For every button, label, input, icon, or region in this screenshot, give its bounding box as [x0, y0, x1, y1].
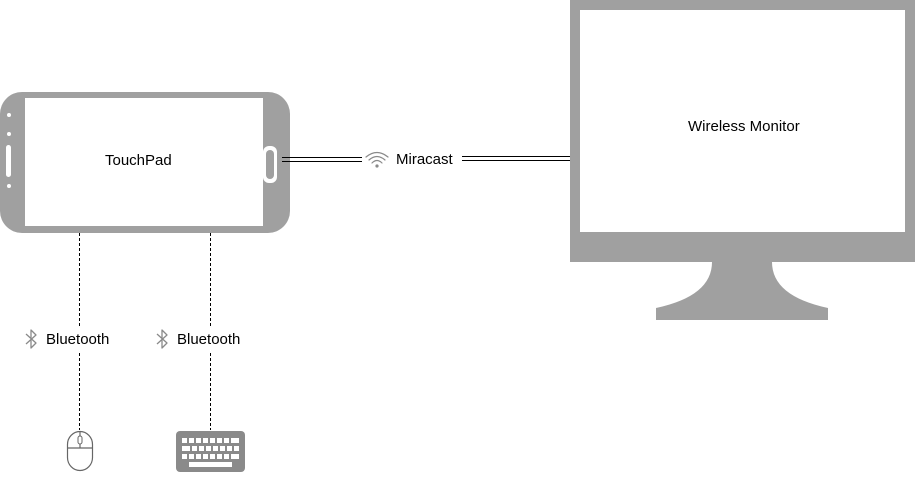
bluetooth-icon [155, 328, 169, 350]
monitor-stand [656, 262, 828, 320]
wifi-icon [364, 149, 390, 169]
bluetooth-icon [24, 328, 38, 350]
touchpad-screen [25, 98, 263, 226]
touchpad-device [0, 92, 290, 233]
mouse-icon [66, 430, 94, 472]
monitor-label: Wireless Monitor [688, 118, 800, 135]
bluetooth-label-mouse: Bluetooth [46, 331, 110, 348]
miracast-label: Miracast [396, 151, 453, 168]
keyboard-icon [176, 431, 245, 472]
bluetooth-connectors [79, 233, 211, 430]
bluetooth-label-keyboard: Bluetooth [177, 331, 241, 348]
monitor-screen [580, 10, 905, 232]
touchpad-label: TouchPad [105, 152, 172, 169]
miracast-connector [282, 156, 570, 162]
monitor-device [570, 0, 915, 320]
